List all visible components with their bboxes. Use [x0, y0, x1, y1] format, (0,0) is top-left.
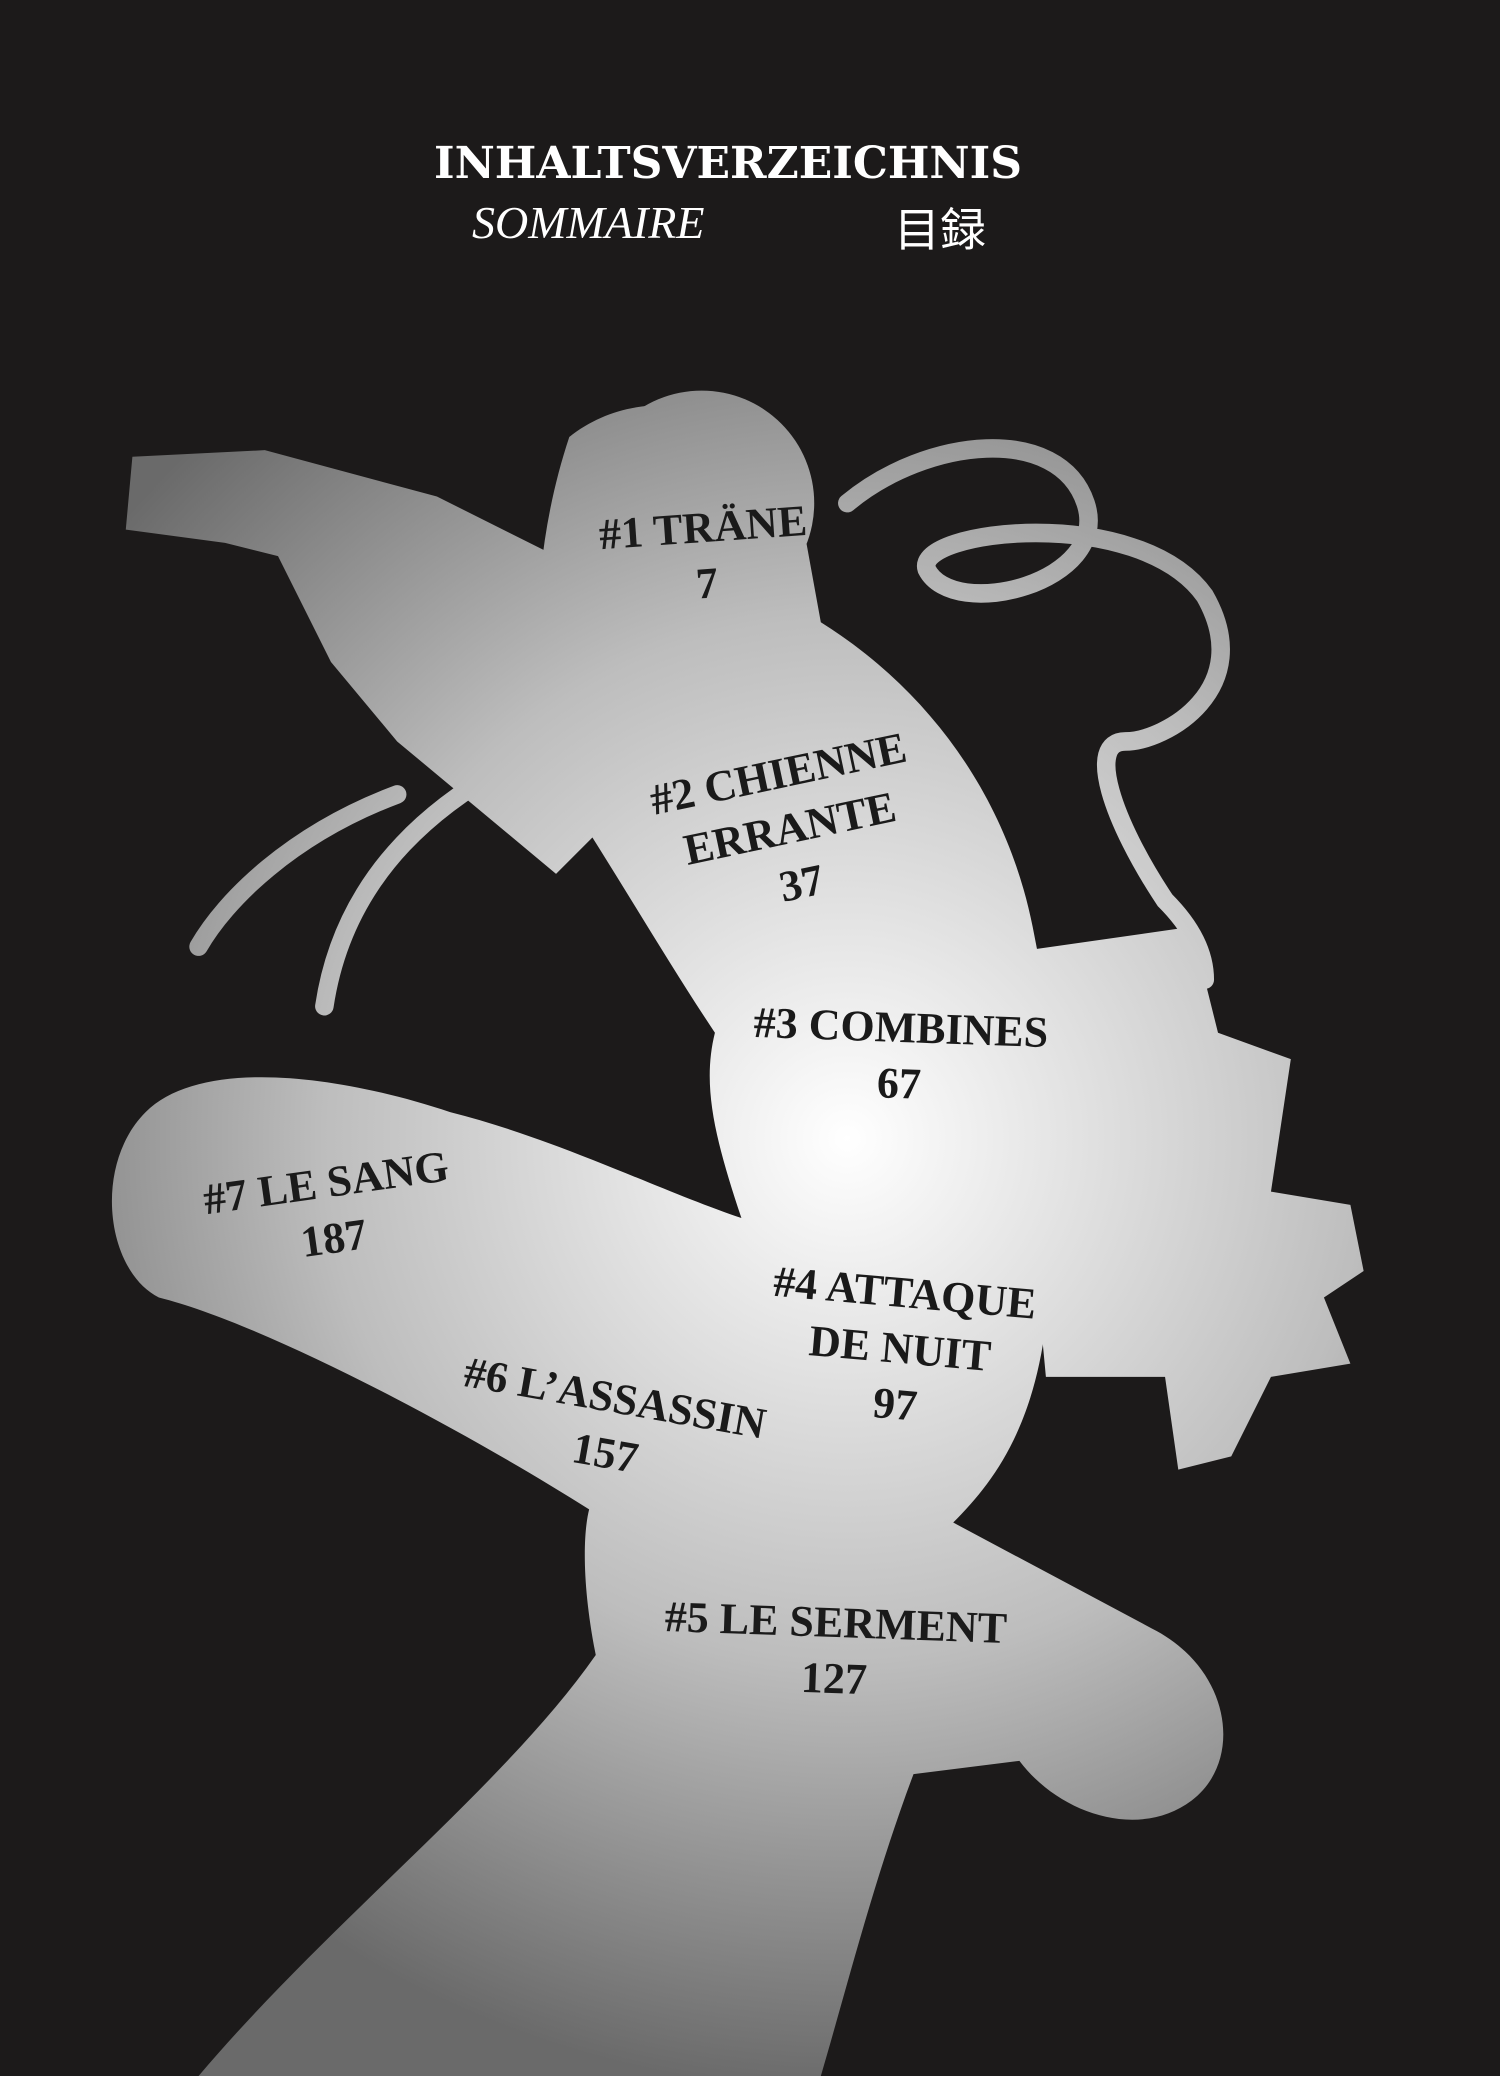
silhouette-rope — [838, 439, 1230, 990]
silhouette-body — [111, 405, 1224, 2076]
chapter-3[interactable]: #3 COMBINES 67 — [728, 994, 1072, 1118]
silhouette-ring — [1074, 1232, 1135, 1281]
chapter-title: #3 COMBINES — [752, 997, 1050, 1058]
chapter-page: 67 — [876, 1058, 922, 1109]
chapter-1[interactable]: #1 TRÄNE 7 — [556, 490, 853, 622]
title-japanese: 目録 — [894, 203, 986, 257]
silhouette-rope-left — [189, 732, 566, 1016]
chapter-5[interactable]: #5 LE SERMENT 127 — [638, 1588, 1032, 1714]
title-french: SOMMAIRE — [472, 197, 705, 248]
title-german: INHALTSVERZEICHNIS — [433, 138, 1023, 189]
silhouette-right-arm — [1006, 926, 1364, 1470]
